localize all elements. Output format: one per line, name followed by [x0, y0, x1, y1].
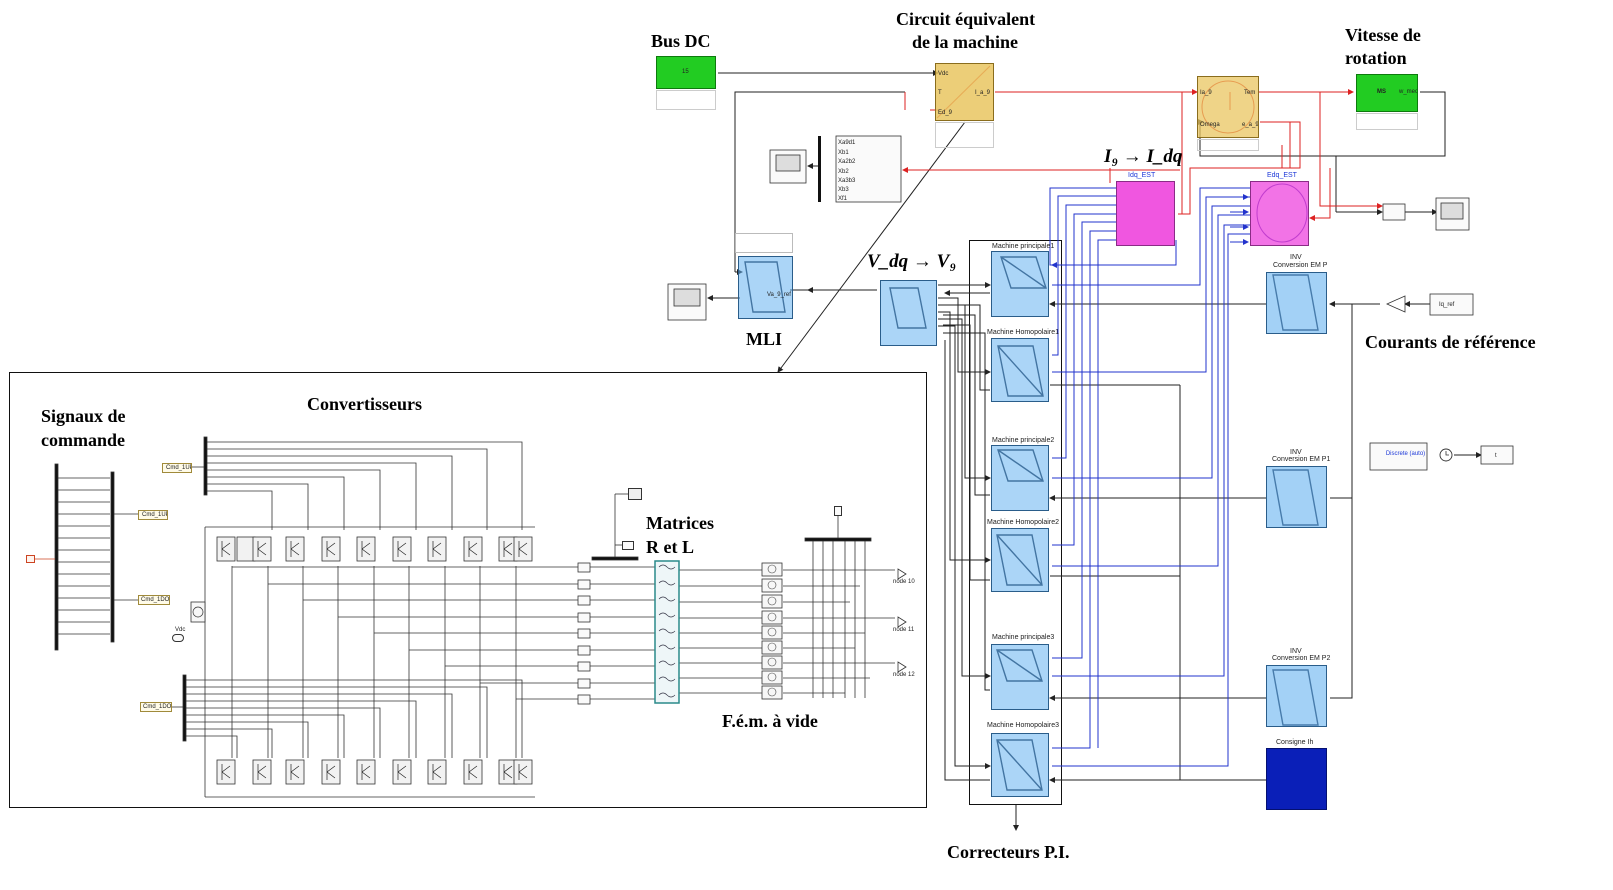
pi-block-homopolaire1[interactable]	[991, 338, 1049, 402]
label-convertisseurs: Convertisseurs	[307, 393, 422, 415]
bus-dc-label-box	[656, 90, 716, 110]
emf-input	[834, 506, 842, 516]
label-bus-dc: Bus DC	[651, 30, 711, 52]
cmd-in-1: Cmd_1UP	[162, 463, 192, 473]
label-vitesse-2: rotation	[1345, 47, 1407, 69]
inv-conversion-em-p2[interactable]	[1266, 665, 1327, 727]
label-correcteurs: Correcteurs P.I.	[947, 841, 1069, 863]
bus-dc-block[interactable]: 15	[656, 56, 716, 89]
label-i9-idq: I₉ → I_dq	[1104, 146, 1182, 168]
pi-title-6: Machine Homopolaire3	[987, 722, 1059, 729]
pi-block-principale2[interactable]	[991, 445, 1049, 511]
cmd-out-2: Cmd_1DOWN	[138, 595, 170, 605]
consigne-title: Consigne Ih	[1276, 739, 1313, 746]
edq-est-block[interactable]	[1250, 181, 1309, 246]
pi-title-1: Machine principale1	[992, 243, 1054, 250]
idq-est-title: Idq_EST	[1128, 172, 1155, 179]
iq-ref-label: Iq_ref	[1439, 301, 1454, 309]
label-vdq-v9: V_dq → V₉	[867, 251, 956, 273]
label-fem: F.é.m. à vide	[722, 710, 818, 732]
meas-out	[622, 541, 634, 550]
cmd-in-2: Cmd_1DOWN	[140, 702, 172, 712]
torque-block[interactable]: Ia_9 Omega Tem e_a_9	[1197, 76, 1259, 138]
inv-conversion-em-p[interactable]	[1266, 272, 1327, 334]
vdq-to-v9-block[interactable]	[880, 280, 937, 346]
label-vitesse-1: Vitesse de	[1345, 24, 1421, 46]
label-signaux-2: commande	[41, 429, 125, 451]
vdc-in	[172, 634, 184, 642]
mli-label-box	[735, 233, 793, 253]
label-circuit-2: de la machine	[912, 31, 1018, 53]
label-circuit-1: Circuit équivalent	[896, 8, 1035, 30]
clock-out: t	[1495, 452, 1497, 460]
pi-title-4: Machine Homopolaire2	[987, 519, 1059, 526]
pi-block-principale3[interactable]	[991, 644, 1049, 710]
pi-block-homopolaire2[interactable]	[991, 528, 1049, 592]
pi-block-principale1[interactable]	[991, 251, 1049, 317]
torque-label-box	[1197, 139, 1259, 151]
scope-meas	[628, 488, 642, 500]
pwm-input-port	[26, 555, 35, 563]
mli-block[interactable]: Va_9_ref	[738, 256, 793, 319]
edq-est-title: Edq_EST	[1267, 172, 1297, 179]
pi-title-5: Machine principale3	[992, 634, 1054, 641]
label-matrices-2: R et L	[646, 536, 694, 558]
label-matrices-1: Matrices	[646, 512, 714, 534]
vitesse-block[interactable]: MS w_mec	[1356, 74, 1418, 112]
inv-conversion-em-p1[interactable]	[1266, 466, 1327, 528]
circuit-equivalent-block[interactable]: Vdc T Ed_9 I_a_9	[935, 63, 994, 121]
consigne-ih-block[interactable]	[1266, 748, 1327, 810]
label-courants: Courants de référence	[1365, 331, 1536, 353]
pi-title-3: Machine principale2	[992, 437, 1054, 444]
circuit-label-box	[935, 122, 994, 148]
label-signaux-1: Signaux de	[41, 405, 126, 427]
vitesse-label-box	[1356, 113, 1418, 130]
pi-title-2: Machine Homopolaire1	[987, 329, 1059, 336]
discrete-label: Discrete (auto)	[1378, 450, 1433, 458]
pi-block-homopolaire3[interactable]	[991, 733, 1049, 797]
idq-est-block[interactable]	[1116, 181, 1175, 246]
cmd-out-1: Cmd_1UP	[138, 510, 168, 520]
label-mli: MLI	[746, 328, 782, 350]
